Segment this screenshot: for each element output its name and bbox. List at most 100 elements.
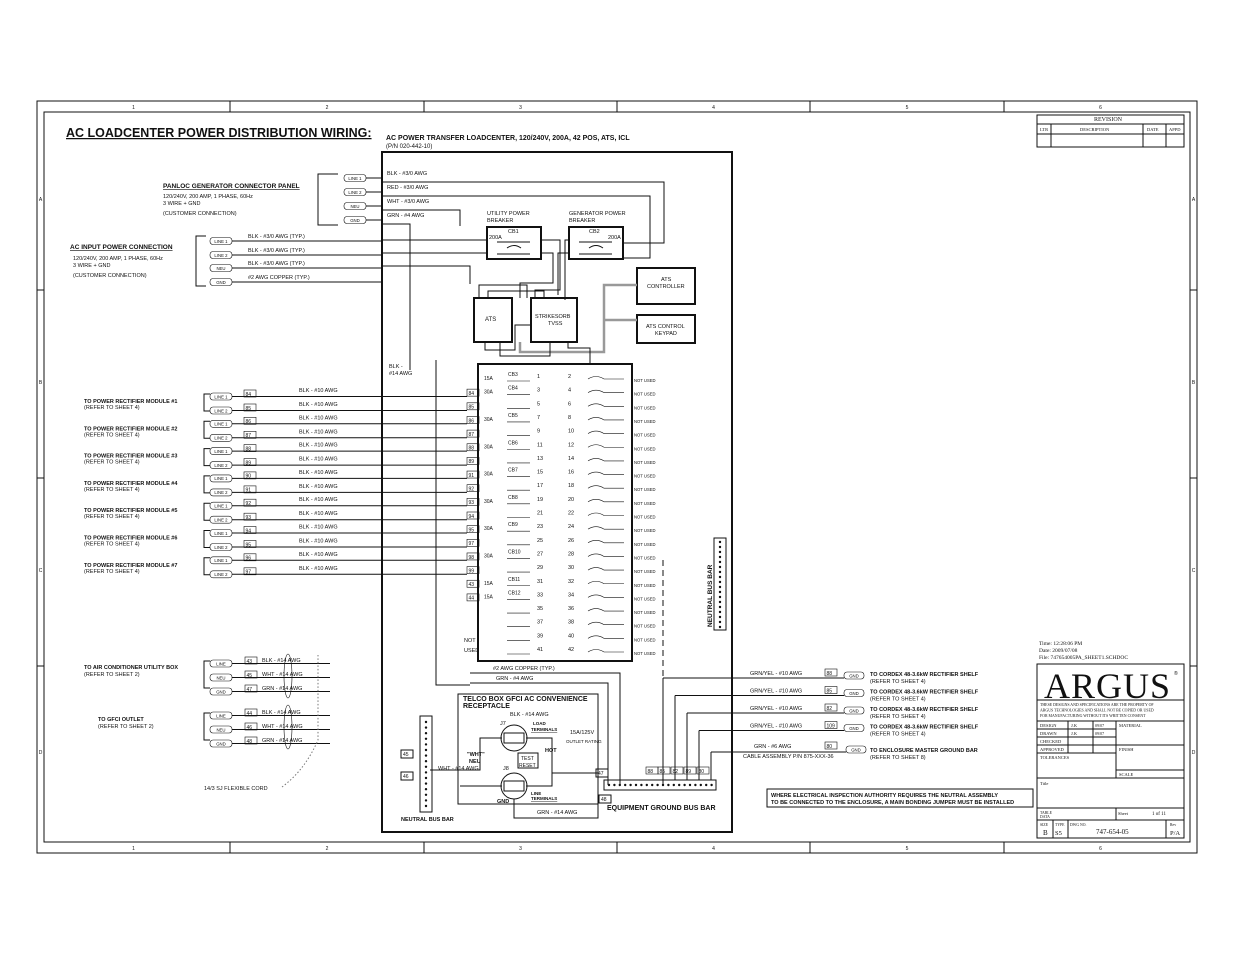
- neutral-terminal: [718, 590, 722, 594]
- breaker-amp: 30A: [484, 499, 494, 505]
- panloc-wire-count: 3 WIRE + GND: [163, 201, 200, 207]
- signoff-name: J.K: [1071, 731, 1078, 736]
- ats-label: ATS: [485, 317, 496, 323]
- breaker-not-used: NOT USED: [634, 624, 656, 629]
- egb-terminal: [667, 783, 670, 787]
- module-wire-label: BLK - #10 AWG: [299, 457, 338, 463]
- neutral-bottom-terminal: [424, 793, 428, 796]
- egb-terminal: [694, 783, 697, 787]
- rectifier-module-7: TO POWER RECTIFIER MODULE #7(REFER TO SH…: [84, 552, 467, 579]
- cordex-num: 109: [827, 723, 836, 729]
- neutral-bottom-terminal: [424, 799, 428, 802]
- cordex-gnd-tag: [843, 671, 865, 680]
- breaker-arc: [587, 608, 605, 612]
- module-ref: (REFER TO SHEET 4): [84, 432, 140, 438]
- rev-value: P/A: [1170, 830, 1180, 837]
- dwg-no-value: 747-654-05: [1096, 828, 1129, 836]
- signoff-role: APPROVED: [1040, 747, 1065, 752]
- breaker-amp: 30A: [484, 417, 494, 423]
- breaker-wire: 93: [469, 500, 475, 506]
- module-wire-label: BLK - #10 AWG: [299, 443, 338, 449]
- grid-row-right-3: D: [1192, 750, 1196, 756]
- module-wire-label: BLK - #10 AWG: [299, 484, 338, 490]
- grid-row-right-1: B: [1192, 380, 1196, 386]
- module-title: TO POWER RECTIFIER MODULE #6: [84, 536, 177, 542]
- cordex-num: 88: [827, 671, 833, 677]
- breaker-not-used: NOT USED: [634, 610, 656, 615]
- egb-terminal: [710, 783, 713, 787]
- panloc-3-tag-label: GND: [350, 218, 360, 223]
- grid-col-bottom-3: 4: [712, 846, 715, 852]
- telco-blk-wire: BLK - #14 AWG: [510, 712, 549, 718]
- breaker-pos-left: 19: [537, 497, 543, 503]
- acinput-1-tag-label: LINE 2: [214, 253, 228, 258]
- panloc-wire-2: WHT - #3/0 AWG: [387, 199, 429, 205]
- copper-label: #2 AWG COPPER (TYP.): [493, 666, 555, 672]
- breaker-arc: [587, 499, 605, 503]
- neutral-bottom-terminal: [424, 743, 428, 746]
- breaker-pos-right: 8: [568, 415, 571, 421]
- warning-line-1: WHERE ELECTRICAL INSPECTION AUTHORITY RE…: [771, 793, 998, 799]
- data-label: DATA: [1040, 815, 1050, 819]
- ground-gnd-tag: [845, 745, 867, 754]
- ground-title: TO ENCLOSURE MASTER GROUND BAR: [870, 748, 978, 754]
- breaker-wire-box: [466, 484, 480, 493]
- ats-box: [473, 297, 513, 343]
- egb-terminal: [656, 783, 659, 787]
- rev-label: Rev: [1170, 823, 1176, 827]
- module-line-tag-label: LINE 2: [214, 463, 228, 468]
- table-label: TABLE: [1040, 811, 1053, 815]
- acinput-wire-2: BLK - #3/0 AWG (TYP.): [248, 261, 305, 267]
- breaker-not-used: NOT USED: [634, 528, 656, 533]
- breaker-amp: 30A: [484, 472, 494, 478]
- module-wire-num: 95: [246, 542, 252, 548]
- warning-box: [766, 788, 1034, 808]
- ground-ref: (REFER TO SHEET 8): [870, 755, 926, 761]
- revision-col-ltr: LTR: [1040, 127, 1048, 132]
- aircon-num-1: 45: [247, 673, 253, 679]
- signoff-name: J.K: [1071, 723, 1078, 728]
- aircon-wire-label-1: WHT - #14 AWG: [262, 672, 303, 678]
- breaker-arc: [587, 540, 605, 544]
- breaker-wire: 85: [469, 405, 475, 411]
- loadcenter-title: AC POWER TRANSFER LOADCENTER, 120/240V, …: [386, 135, 630, 142]
- breaker-not-used: NOT USED: [634, 378, 656, 383]
- egb-terminal: [705, 783, 708, 787]
- telco-wire-47: 47: [598, 771, 604, 777]
- cordex-gnd-tag: [843, 724, 865, 732]
- egb-num-3-box: [683, 766, 697, 775]
- egb-num-1: 85: [660, 769, 666, 775]
- ac-input-wire-count: 3 WIRE + GND: [73, 263, 110, 269]
- breaker-pos-left: 29: [537, 565, 543, 571]
- egb-num-1-box: [657, 766, 671, 775]
- line-terminals-sublabel: TERMINALS: [531, 796, 557, 801]
- egb-terminal: [645, 783, 648, 787]
- breaker-cb-label: CB6: [508, 440, 518, 446]
- ac-input: AC INPUT POWER CONNECTION 120/240V, 200 …: [70, 234, 382, 287]
- breaker-pos-left: 25: [537, 538, 543, 544]
- panloc-1-tag-label: LINE 2: [348, 190, 362, 195]
- not-used-left-2: USED: [464, 648, 479, 654]
- neutral-terminal: [718, 600, 722, 604]
- acinput-wire-1: BLK - #3/0 AWG (TYP.): [248, 248, 305, 254]
- breaker-arc: [587, 526, 605, 530]
- telco-title: TELCO BOX GFCI AC CONVENIENCE: [463, 696, 588, 703]
- aircon-2-tag-label: GND: [216, 689, 226, 694]
- flexible-cord-label: 14/3 SJ FLEXIBLE CORD: [204, 786, 268, 792]
- rectifier-module-6: TO POWER RECTIFIER MODULE #6(REFER TO SH…: [84, 525, 467, 551]
- gfci-num-2: 48: [247, 739, 253, 745]
- panloc-note: (CUSTOMER CONNECTION): [163, 211, 237, 217]
- cb1-breaker: [486, 226, 542, 260]
- title-block: ARGUS ® THESE DESIGNS AND SPECIFICATIONS…: [1036, 663, 1185, 839]
- dwg-no-label: DWG NO.: [1070, 823, 1087, 827]
- breaker-not-used: NOT USED: [634, 515, 656, 520]
- revision-title: REVISION: [1094, 117, 1123, 123]
- breaker-not-used: NOT USED: [634, 446, 656, 451]
- grid-row-left-2: C: [39, 568, 43, 574]
- module-wire-label: BLK - #10 AWG: [299, 415, 338, 421]
- module-line-tag-label: LINE 1: [214, 422, 228, 427]
- neutral-bottom-terminal: [424, 765, 428, 768]
- breaker-pos-left: 39: [537, 633, 543, 639]
